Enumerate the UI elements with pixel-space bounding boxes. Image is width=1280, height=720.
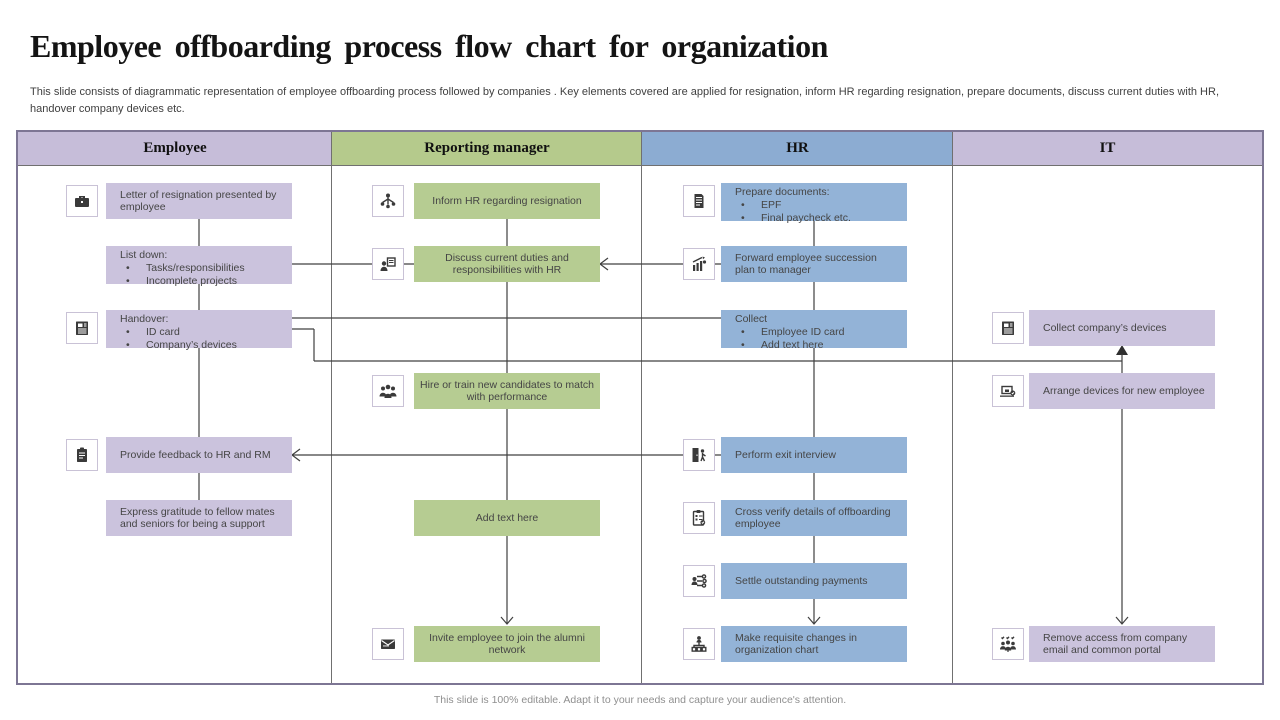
arrowhead-up-collect-devices xyxy=(1116,345,1128,355)
clipboard-icon xyxy=(66,439,98,471)
presenter-icon xyxy=(372,248,404,280)
node-text: Handover: xyxy=(120,313,169,325)
flow-node-cross-verify: Cross verify details of offboarding empl… xyxy=(721,500,907,536)
node-bullet: Employee ID card xyxy=(735,326,899,339)
flow-node-settle-payments: Settle outstanding payments xyxy=(721,563,907,599)
envelope-icon xyxy=(372,628,404,660)
flow-node-handover: Handover: ID card Company’s devices xyxy=(106,310,292,352)
flow-node-gratitude: Express gratitude to fellow mates and se… xyxy=(106,500,292,536)
flow-node-letter: Letter of resignation presented by emplo… xyxy=(106,183,292,219)
slide-subtitle: This slide consists of diagrammatic repr… xyxy=(30,86,1220,116)
node-text: Cross verify details of offboarding empl… xyxy=(735,505,891,530)
node-bullet: Final paycheck etc. xyxy=(735,212,899,225)
flow-node-list-down: List down: Tasks/responsibilities Incomp… xyxy=(106,246,292,288)
node-text: Letter of resignation presented by emplo… xyxy=(120,188,277,213)
node-text: Arrange devices for new employee xyxy=(1043,384,1205,397)
flow-node-arrange-devices: Arrange devices for new employee xyxy=(1029,373,1215,409)
briefcase-icon xyxy=(66,185,98,217)
page-title: Employee offboarding process flow chart … xyxy=(30,28,828,64)
flow-node-prepare-documents: Prepare documents: EPF Final paycheck et… xyxy=(721,183,907,225)
lane-divider xyxy=(641,132,642,683)
lane-header-it: IT xyxy=(953,132,1262,165)
node-bullet: EPF xyxy=(735,199,899,212)
node-text: Make requisite changes in organization c… xyxy=(735,631,857,656)
payment-flow-icon xyxy=(683,565,715,597)
flow-node-collect-devices: Collect company’s devices xyxy=(1029,310,1215,346)
fax-machine-icon xyxy=(66,312,98,344)
team-icon xyxy=(372,375,404,407)
exit-door-icon xyxy=(683,439,715,471)
node-text: Add text here xyxy=(475,511,539,524)
fax-machine-icon xyxy=(992,312,1024,344)
flow-node-remove-access: Remove access from company email and com… xyxy=(1029,626,1215,662)
growth-chart-icon xyxy=(683,248,715,280)
node-text: Hire or train new candidates to match wi… xyxy=(420,378,594,403)
flow-node-exit-interview: Perform exit interview xyxy=(721,437,907,473)
header-divider-line xyxy=(18,165,1262,166)
node-text: Inform HR regarding resignation xyxy=(432,194,582,207)
node-bullet: Company’s devices xyxy=(120,339,284,352)
flow-node-add-text: Add text here xyxy=(414,500,600,536)
node-text: Collect xyxy=(735,313,768,325)
org-chart-icon xyxy=(683,628,715,660)
lane-header-hr: HR xyxy=(642,132,953,165)
node-text: Collect company’s devices xyxy=(1043,321,1167,334)
lane-divider xyxy=(331,132,332,683)
lane-header-employee: Employee xyxy=(18,132,332,165)
node-bullet: Add text here xyxy=(735,339,899,352)
node-text: Invite employee to join the alumni netwo… xyxy=(429,631,585,656)
laptop-icon xyxy=(992,375,1024,407)
node-text: List down: xyxy=(120,249,168,261)
flow-node-inform-hr: Inform HR regarding resignation xyxy=(414,183,600,219)
arrowhead-down-remove-access xyxy=(1115,616,1129,625)
node-text: Forward employee succession plan to mana… xyxy=(735,251,877,276)
flow-node-discuss: Discuss current duties and responsibilit… xyxy=(414,246,600,282)
document-icon xyxy=(683,185,715,217)
flow-node-feedback: Provide feedback to HR and RM xyxy=(106,437,292,473)
node-text: Discuss current duties and responsibilit… xyxy=(445,251,569,276)
flow-node-hire: Hire or train new candidates to match wi… xyxy=(414,373,600,409)
clipboard-check-icon xyxy=(683,502,715,534)
flow-node-forward-succession: Forward employee succession plan to mana… xyxy=(721,246,907,282)
arrowhead-down-orgchart xyxy=(807,616,821,625)
node-text: Perform exit interview xyxy=(735,448,836,461)
node-text: Settle outstanding payments xyxy=(735,574,868,587)
arrowhead-left-feedback xyxy=(291,448,301,462)
flow-node-org-chart-changes: Make requisite changes in organization c… xyxy=(721,626,907,662)
flow-node-collect: Collect Employee ID card Add text here xyxy=(721,310,907,352)
swimlane-table: Employee Reporting manager HR IT xyxy=(16,130,1264,685)
node-text: Express gratitude to fellow mates and se… xyxy=(120,505,275,530)
node-text: Prepare documents: xyxy=(735,186,830,198)
slide-footer: This slide is 100% editable. Adapt it to… xyxy=(433,694,847,706)
node-bullet: Tasks/responsibilities xyxy=(120,262,284,275)
node-bullet: Incomplete projects xyxy=(120,275,284,288)
flow-node-invite: Invite employee to join the alumni netwo… xyxy=(414,626,600,662)
lane-divider xyxy=(952,132,953,683)
arrowhead-down-invite xyxy=(500,616,514,625)
user-network-icon xyxy=(992,628,1024,660)
node-text: Provide feedback to HR and RM xyxy=(120,448,271,461)
org-network-icon xyxy=(372,185,404,217)
arrowhead-left-discuss xyxy=(599,257,609,271)
node-text: Remove access from company email and com… xyxy=(1043,631,1188,656)
node-bullet: ID card xyxy=(120,326,284,339)
lane-header-reporting-manager: Reporting manager xyxy=(332,132,642,165)
